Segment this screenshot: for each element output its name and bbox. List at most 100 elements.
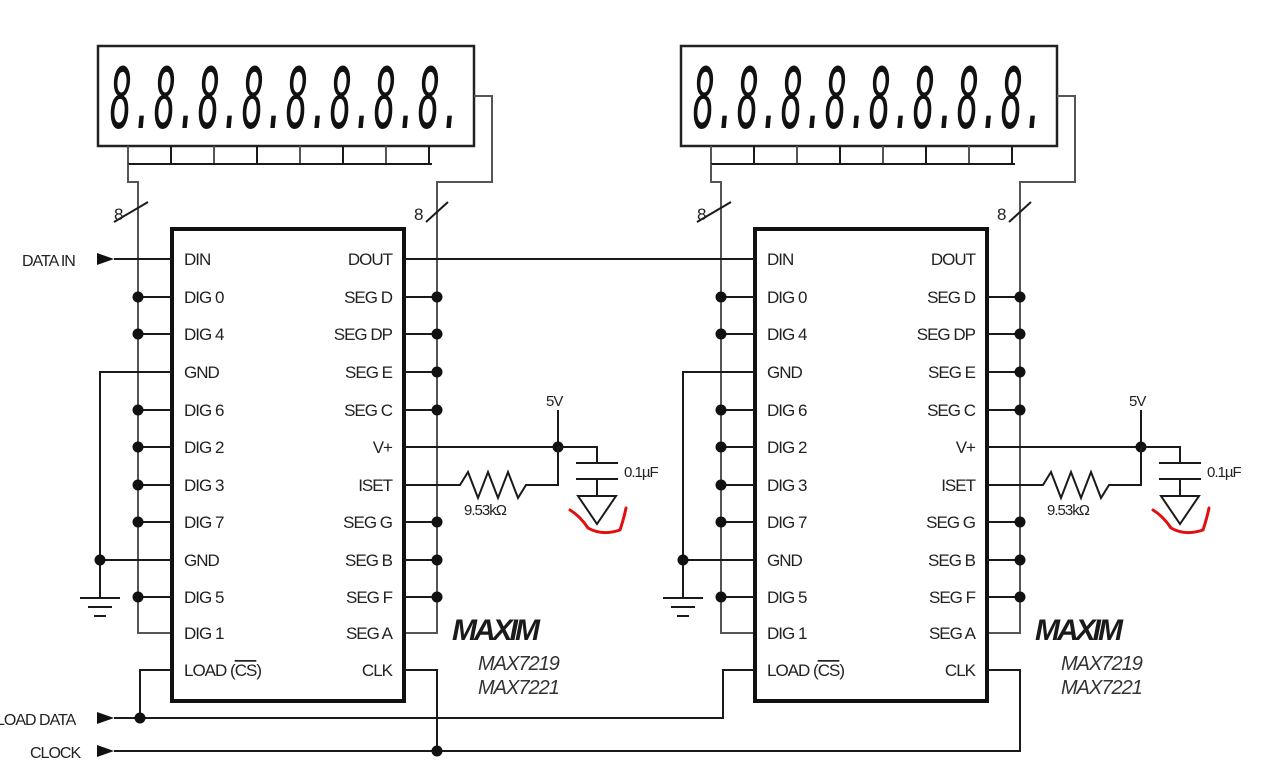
pin-label: SEG DP: [334, 325, 393, 344]
pin-label: DOUT: [348, 250, 393, 269]
supply-label: 5V: [1129, 393, 1146, 410]
pin-label: LOAD (CS): [767, 661, 844, 680]
pin-seg-f: SEG F: [346, 588, 443, 607]
digit-bus-wire: [710, 164, 753, 634]
pin-load-cs-: LOAD (CS): [767, 661, 845, 680]
load-data-wire: [114, 669, 755, 719]
pin-label: ISET: [941, 476, 975, 495]
junction-dot: [431, 554, 443, 566]
pin-label: DIG 0: [767, 288, 807, 307]
pin-label: LOAD (CS): [184, 661, 261, 680]
pin-seg-f: SEG F: [929, 588, 1026, 607]
cap-wire: [1141, 446, 1181, 463]
pin-label: DIG 4: [767, 325, 807, 344]
load-data-label: LOAD DATA: [0, 712, 77, 729]
pin-dig-5: DIG 5: [715, 588, 808, 607]
pin-dig-2: DIG 2: [715, 438, 808, 457]
pin-v-: V+: [373, 438, 394, 457]
segment-bus-wire: [988, 95, 1076, 634]
pin-din: DIN: [184, 250, 211, 269]
maxim-logo: MAXIM: [452, 614, 541, 647]
pin-label: SEG D: [344, 288, 393, 307]
pin-label: GND: [184, 363, 220, 382]
bus-slash: [696, 201, 732, 223]
pin-gnd: GND: [767, 363, 804, 382]
bus-slash: [1008, 201, 1032, 223]
pin-label: DIG 5: [767, 588, 807, 607]
pin-label: SEG F: [929, 588, 976, 607]
pin-label: SEG E: [345, 363, 393, 382]
pin-seg-g: SEG G: [343, 513, 443, 532]
junction-dot: [431, 745, 443, 757]
pin-seg-g: SEG G: [926, 513, 1026, 532]
resistor-label: 9.53kΩ: [1047, 502, 1090, 519]
bus-slash: [425, 201, 449, 223]
pin-seg-dp: SEG DP: [334, 325, 443, 344]
junction-dot: [431, 591, 443, 603]
junction-dot: [132, 591, 144, 603]
pin-dout: DOUT: [931, 250, 977, 269]
bus-width-label: 8: [114, 205, 123, 224]
segment-bus-wire: [405, 95, 493, 634]
clock-wire: [114, 670, 1021, 752]
pin-seg-e: SEG E: [928, 363, 1026, 382]
load-wire: [139, 669, 172, 718]
capacitor-label: 0.1µF: [624, 464, 658, 481]
junction-dot: [431, 516, 443, 528]
pin-label: DIG 6: [767, 401, 807, 420]
pin-label: SEG A: [929, 624, 977, 643]
pin-dig-6: DIG 6: [715, 401, 808, 420]
seven-segment-display: 8.8.8.8.8.8.8.8.: [96, 44, 476, 165]
pin-label: GND: [767, 363, 803, 382]
pin-label: SEG C: [927, 401, 976, 420]
pin-seg-a: SEG A: [346, 624, 395, 643]
arrow-icon: [97, 253, 114, 265]
part-number: MAX7221: [478, 677, 559, 699]
cap-wire: [558, 446, 598, 463]
pin-label: DIN: [184, 250, 210, 269]
pin-dig-5: DIG 5: [132, 588, 225, 607]
pin-label: DIG 1: [184, 624, 224, 643]
ground-symbol: [663, 597, 703, 617]
pin-load-cs-: LOAD (CS): [184, 661, 262, 680]
junction-dot: [132, 291, 144, 303]
maxim-logo: MAXIM: [1035, 614, 1124, 647]
pin-label: SEG G: [343, 513, 392, 532]
junction-dot: [1014, 554, 1026, 566]
pin-label: ISET: [358, 476, 392, 495]
clock-label: CLOCK: [30, 745, 81, 762]
junction-dot: [132, 328, 144, 340]
resistor: [987, 447, 1142, 501]
pin-dig-7: DIG 7: [132, 513, 225, 532]
junction-dot: [677, 554, 689, 566]
pin-label: CLK: [362, 661, 394, 680]
junction-dot: [431, 328, 443, 340]
part-number: MAX7219: [1061, 653, 1143, 675]
junction-dot: [94, 554, 106, 566]
digit-bus-wire: [127, 164, 170, 634]
pin-seg-c: SEG C: [927, 401, 1026, 420]
pin-iset: ISET: [358, 476, 393, 495]
supply-label: 5V: [546, 393, 563, 410]
pin-v-: V+: [956, 438, 977, 457]
display-digits: 8.8.8.8.8.8.8.8.: [110, 50, 462, 148]
junction-dot: [431, 404, 443, 416]
pin-dig-6: DIG 6: [132, 401, 225, 420]
ground-triangle-icon: [1159, 495, 1201, 526]
pin-label: SEG E: [928, 363, 976, 382]
max7219-chip: [170, 227, 406, 703]
pin-dig-0: DIG 0: [715, 288, 808, 307]
ground-symbol: [80, 597, 120, 617]
junction-dot: [431, 291, 443, 303]
junction-dot: [1014, 366, 1026, 378]
red-annotation-mark: [1151, 506, 1211, 535]
junction-dot: [132, 516, 144, 528]
pin-label: SEG F: [346, 588, 393, 607]
junction-dot: [132, 479, 144, 491]
arrow-icon: [97, 745, 114, 757]
junction-dot: [715, 591, 727, 603]
junction-dot: [1014, 516, 1026, 528]
